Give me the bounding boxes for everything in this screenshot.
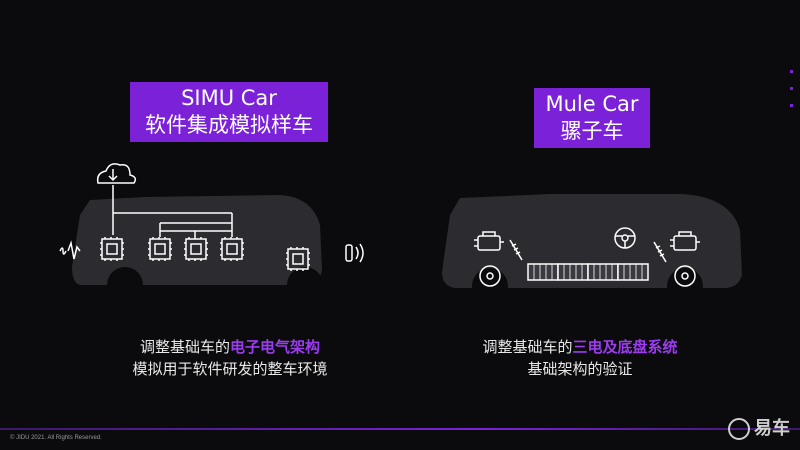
mule-car-illustration	[442, 194, 742, 304]
bottom-accent-line	[0, 428, 800, 430]
shock-absorber-icon	[653, 241, 667, 263]
watermark: 易车	[728, 414, 790, 440]
chip-icon	[184, 237, 208, 261]
mule-car-label: Mule Car 骡子车	[534, 88, 650, 148]
simu-caption-line1: 调整基础车的电子电气架构	[100, 336, 360, 358]
simu-caption-highlight: 电子电气架构	[230, 338, 321, 356]
steering-wheel-icon	[614, 227, 636, 249]
signal-wave-icon	[59, 240, 81, 260]
mule-caption-line2: 基础架构的验证	[527, 360, 633, 378]
copyright-footer: © JIDU 2021. All Rights Reserved.	[10, 435, 102, 441]
wireless-icon	[345, 243, 364, 263]
side-indicator-dots	[790, 70, 794, 121]
simu-caption-line2: 模拟用于软件研发的整车环境	[132, 360, 328, 378]
chip-icon	[220, 237, 244, 261]
simu-caption-prefix: 调整基础车的	[139, 338, 230, 356]
simu-car-title: SIMU Car	[181, 86, 277, 110]
chip-icon	[286, 247, 310, 271]
mule-car-caption: 调整基础车的三电及底盘系统 基础架构的验证	[460, 336, 700, 380]
cloud-download-icon	[96, 163, 137, 184]
bus-lines	[112, 185, 233, 237]
mule-caption-highlight: 三电及底盘系统	[572, 338, 678, 356]
mule-caption-line1: 调整基础车的三电及底盘系统	[460, 336, 700, 358]
mule-car-title: Mule Car	[545, 92, 639, 116]
simu-car-body	[72, 195, 322, 285]
watermark-text: 易车	[754, 418, 790, 439]
mule-car-body	[442, 194, 742, 288]
mule-car-subtitle: 骡子车	[560, 119, 624, 143]
simu-car-subtitle: 软件集成模拟样车	[145, 113, 313, 137]
battery-pack-icon	[527, 263, 649, 281]
simu-car-wheel-rear	[287, 267, 323, 303]
brake-disc-icon	[674, 265, 696, 287]
mule-caption-prefix: 调整基础车的	[482, 338, 573, 356]
engine-icon	[474, 231, 504, 251]
simu-car-illustration	[59, 163, 364, 303]
watermark-logo-icon	[728, 418, 750, 440]
shock-absorber-icon	[509, 239, 523, 261]
engine-icon	[670, 231, 700, 251]
simu-car-wheel-front	[107, 267, 143, 303]
chip-icon	[100, 237, 124, 261]
brake-disc-icon	[479, 265, 501, 287]
simu-car-label: SIMU Car 软件集成模拟样车	[130, 82, 328, 142]
chip-icon	[148, 237, 172, 261]
simu-car-caption: 调整基础车的电子电气架构 模拟用于软件研发的整车环境	[100, 336, 360, 380]
